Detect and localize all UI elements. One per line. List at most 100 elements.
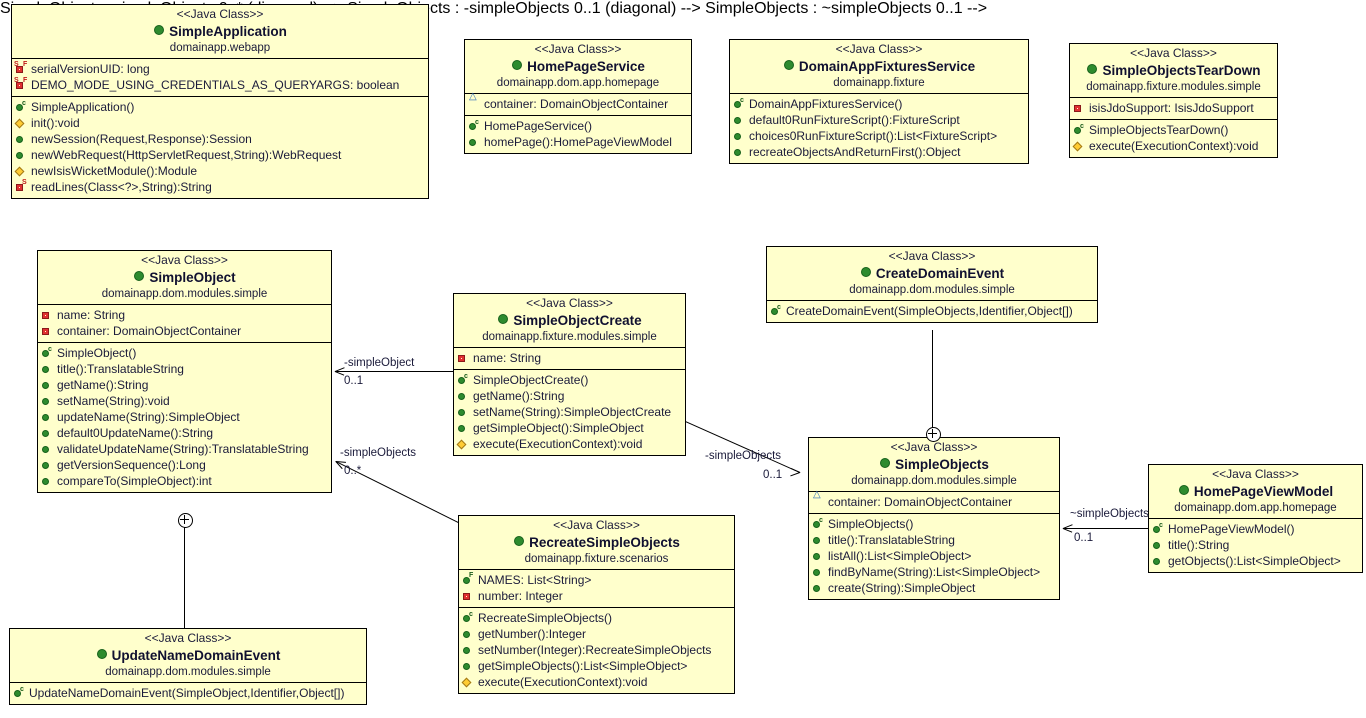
field-row[interactable]: isisJdoSupport: IsisJdoSupport	[1072, 100, 1275, 116]
method-row[interactable]: getSimpleObject():SimpleObject	[456, 420, 683, 436]
method-row[interactable]: getName():String	[456, 388, 683, 404]
class-box-home-page-service[interactable]: <<Java Class>> HomePageService domainapp…	[464, 39, 692, 154]
public-method-icon	[812, 533, 827, 547]
class-stereotype: <<Java Class>>	[141, 253, 228, 267]
method-label: setNumber(Integer):RecreateSimpleObjects	[478, 643, 712, 657]
method-row[interactable]: updateName(String):SimpleObject	[40, 409, 329, 425]
method-row[interactable]: setName(String):SimpleObjectCreate	[456, 404, 683, 420]
class-name: RecreateSimpleObjects	[529, 535, 680, 550]
method-row[interactable]: execute(ExecutionContext):void	[456, 436, 683, 452]
method-row[interactable]: getObjects():List<SimpleObject>	[1151, 553, 1360, 569]
field-row[interactable]: container: DomainObjectContainer	[467, 92, 689, 112]
class-stereotype: <<Java Class>>	[835, 42, 923, 56]
method-row[interactable]: homePage():HomePageViewModel	[467, 134, 689, 150]
method-row[interactable]: newWebRequest(HttpServletRequest,String)…	[14, 147, 426, 163]
method-row[interactable]: validateUpdateName(String):TranslatableS…	[40, 441, 329, 457]
method-row[interactable]: title():TranslatableString	[40, 361, 329, 377]
method-label: execute(ExecutionContext):void	[473, 437, 643, 451]
class-box-domain-app-fixtures-service[interactable]: <<Java Class>> DomainAppFixturesService …	[729, 39, 1029, 164]
method-row[interactable]: getNumber():Integer	[461, 626, 732, 642]
fields-compartment: name: String	[454, 347, 685, 369]
method-label: getName():String	[57, 378, 149, 392]
method-row[interactable]: execute(ExecutionContext):void	[461, 674, 732, 690]
field-row[interactable]: name: String	[40, 307, 329, 323]
method-row[interactable]: compareTo(SimpleObject):int	[40, 473, 329, 489]
method-label: SimpleObject()	[57, 346, 137, 360]
class-package: domainapp.dom.modules.simple	[101, 288, 268, 300]
class-name-row: CreateDomainEvent	[771, 264, 1093, 283]
method-label: default0UpdateName():String	[57, 426, 214, 440]
field-label: NAMES: List<String>	[478, 573, 592, 587]
method-row[interactable]: getSimpleObjects():List<SimpleObject>	[461, 658, 732, 674]
class-stereotype: <<Java Class>>	[526, 296, 613, 310]
method-row[interactable]: choices0RunFixtureScript():List<FixtureS…	[732, 128, 1026, 144]
class-box-update-name-domain-event[interactable]: <<Java Class>> UpdateNameDomainEvent dom…	[9, 628, 367, 705]
method-row[interactable]: getVersionSequence():Long	[40, 457, 329, 473]
class-name-row: HomePageViewModel	[1153, 482, 1358, 501]
private-field-icon	[462, 589, 477, 603]
method-label: DomainAppFixturesService()	[749, 97, 903, 111]
method-row[interactable]: newIsisWicketModule():Module	[14, 163, 426, 179]
method-label: HomePageService()	[484, 119, 593, 133]
method-row[interactable]: recreateObjectsAndReturnFirst():Object	[732, 144, 1026, 160]
method-row[interactable]: setName(String):void	[40, 393, 329, 409]
method-row[interactable]: init():void	[14, 115, 426, 131]
method-label: SimpleObjects()	[828, 517, 914, 531]
nesting-line-simpleobject-updatename	[184, 520, 185, 630]
class-package: domainapp.fixture.modules.simple	[482, 331, 657, 343]
public-method-icon	[41, 426, 56, 440]
field-row[interactable]: container: DomainObjectContainer	[40, 323, 329, 339]
class-box-home-page-view-model[interactable]: <<Java Class>> HomePageViewModel domaina…	[1148, 464, 1363, 573]
method-row[interactable]: create(String):SimpleObject	[811, 580, 1057, 596]
method-row[interactable]: default0UpdateName():String	[40, 425, 329, 441]
method-row[interactable]: title():TranslatableString	[811, 532, 1057, 548]
method-row[interactable]: execute(ExecutionContext):void	[1072, 138, 1275, 154]
class-box-simple-object-create[interactable]: <<Java Class>> SimpleObjectCreate domain…	[453, 293, 686, 456]
edge-label-create-to-simpleobjects-mult: 0..1	[763, 469, 783, 481]
method-row[interactable]: findByName(String):List<SimpleObject>	[811, 564, 1057, 580]
public-method-icon	[1152, 538, 1167, 552]
class-box-recreate-simple-objects[interactable]: <<Java Class>> RecreateSimpleObjects dom…	[458, 515, 735, 694]
method-row[interactable]: setNumber(Integer):RecreateSimpleObjects	[461, 642, 732, 658]
class-name: SimpleObjects	[895, 457, 989, 472]
private-field-icon	[457, 351, 472, 365]
class-public-icon	[513, 533, 528, 547]
method-row[interactable]: newSession(Request,Response):Session	[14, 131, 426, 147]
private-field-icon	[41, 324, 56, 338]
method-label: execute(ExecutionContext):void	[478, 675, 648, 689]
public-constructor-icon: c	[770, 304, 785, 318]
field-row[interactable]: name: String	[456, 350, 683, 366]
field-row[interactable]: number: Integer	[461, 588, 732, 604]
class-box-create-domain-event[interactable]: <<Java Class>> CreateDomainEvent domaina…	[766, 246, 1098, 323]
public-constructor-icon: c	[457, 373, 472, 387]
class-box-simple-application[interactable]: <<Java Class>> SimpleApplication domaina…	[11, 4, 429, 199]
arrowhead-create-to-simpleobjects-b	[790, 472, 800, 477]
method-label: HomePageViewModel()	[1168, 522, 1295, 536]
method-row[interactable]: title():String	[1151, 537, 1360, 553]
field-label: name: String	[57, 308, 126, 322]
method-row[interactable]: getName():String	[40, 377, 329, 393]
method-row[interactable]: listAll():List<SimpleObject>	[811, 548, 1057, 564]
class-box-simple-object[interactable]: <<Java Class>> SimpleObject domainapp.do…	[37, 250, 332, 493]
method-row[interactable]: default0RunFixtureScript():FixtureScript	[732, 112, 1026, 128]
method-label: compareTo(SimpleObject):int	[57, 474, 212, 488]
class-box-simple-objects-tear-down[interactable]: <<Java Class>> SimpleObjectsTearDown dom…	[1069, 43, 1278, 158]
class-box-simple-objects[interactable]: <<Java Class>> SimpleObjects domainapp.d…	[808, 437, 1060, 600]
field-row[interactable]: container: DomainObjectContainer	[811, 490, 1057, 510]
